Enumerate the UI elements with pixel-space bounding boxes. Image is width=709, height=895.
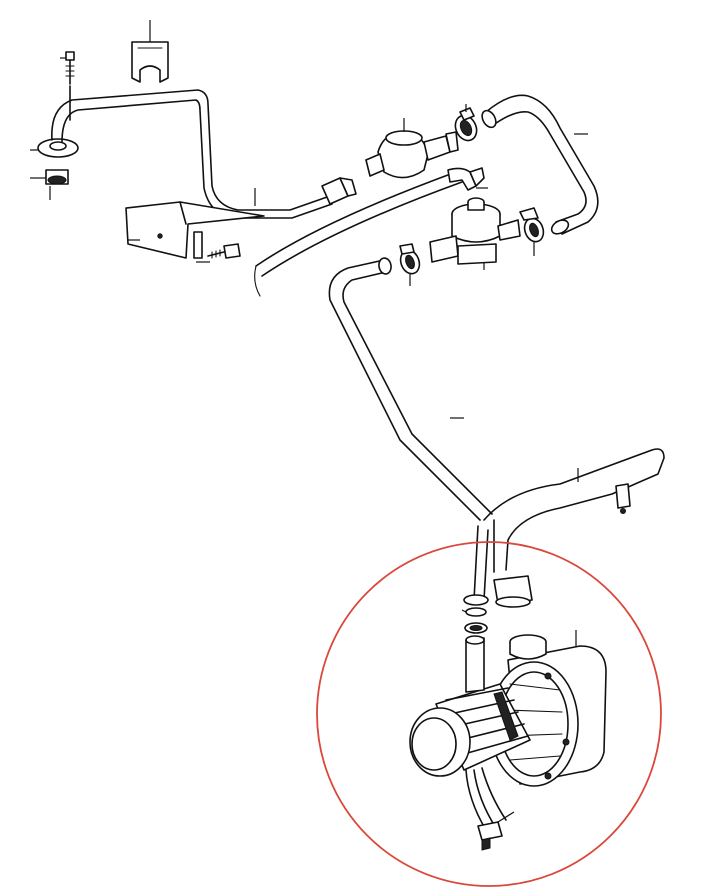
electrical-connector-icon — [465, 767, 507, 851]
highlight-circle — [316, 541, 662, 887]
hose-clamp-icon — [454, 107, 478, 142]
pipe-union-fitting-icon — [321, 177, 357, 205]
hose-clamp-icon — [463, 594, 489, 634]
vacuum-line-icon — [254, 171, 463, 297]
leader-line — [497, 811, 515, 823]
check-valve-icon — [365, 130, 459, 179]
bolt-icon — [65, 51, 75, 85]
hose-clamp-icon — [399, 243, 421, 275]
hose-clamp-icon — [519, 207, 545, 243]
mounting-bracket-icon — [125, 201, 265, 259]
pipe-union-fitting-icon — [37, 138, 79, 185]
rubber-hose-icon — [493, 575, 533, 608]
metal-air-pipe-icon — [51, 85, 333, 219]
bolt-icon — [207, 243, 241, 259]
elbow-connector-icon — [447, 167, 485, 191]
leader-line — [461, 609, 467, 613]
mounting-clip-icon — [131, 41, 169, 83]
rubber-hose-icon — [481, 94, 599, 235]
y-pipe-icon — [473, 448, 665, 601]
vacuum-switchover-valve-icon — [429, 197, 521, 265]
secondary-air-pump-icon — [409, 634, 607, 787]
rubber-hose-icon — [328, 257, 493, 521]
